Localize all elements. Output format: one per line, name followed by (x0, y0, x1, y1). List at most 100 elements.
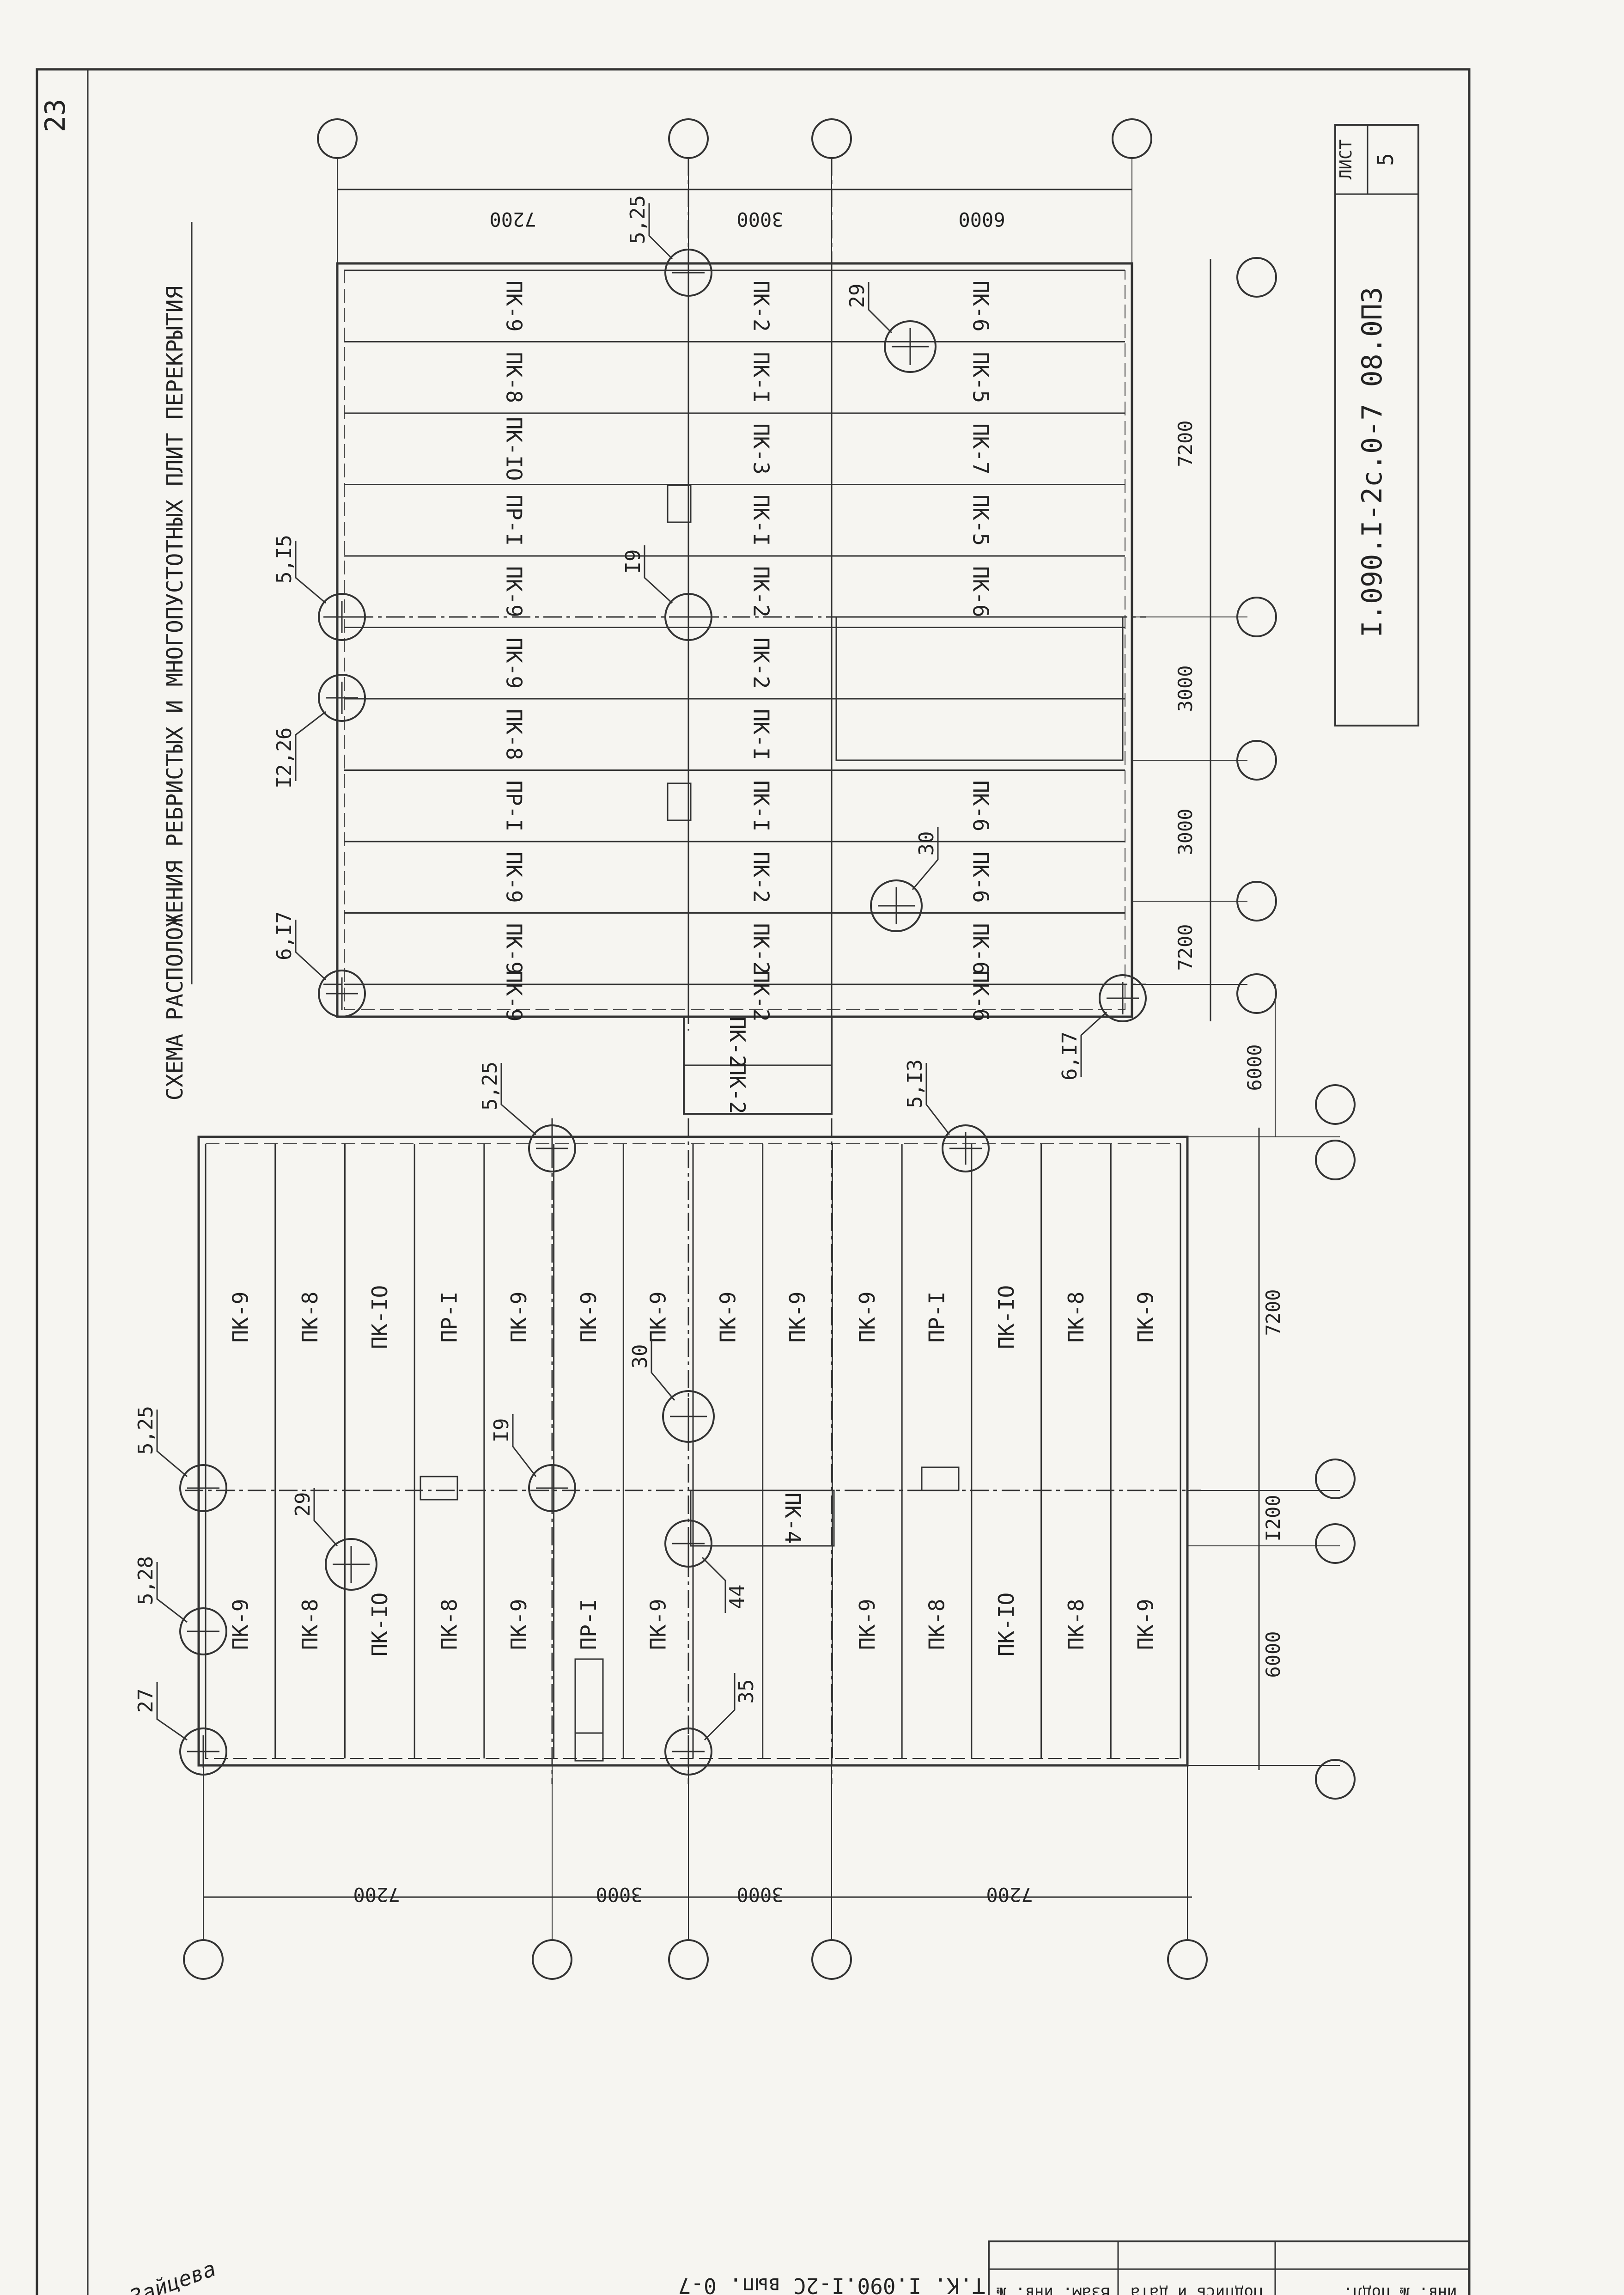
slab-label: ПК-9 (502, 566, 527, 617)
left-dim-r2: I200 (1262, 1495, 1284, 1541)
extra-panel (690, 1489, 835, 1547)
node-marker (884, 320, 937, 373)
node-marker (318, 674, 366, 722)
node-marker (179, 1464, 227, 1512)
axis-bubble (811, 1939, 852, 1980)
signature: Зайцева (126, 2256, 219, 2295)
node-label: 5,I5 (273, 535, 296, 584)
drawing-title: СХЕМА РАСПОЛОЖЕНИЯ РЕБРИСТЫХ И МНОГОПУСТ… (162, 286, 188, 1101)
slab-label: ПР-I (437, 1292, 462, 1343)
left-outline (197, 1135, 1189, 1767)
slab-label: ПК-5 (968, 494, 993, 546)
slab-label: ПК-9 (506, 1292, 531, 1343)
rib-mark-1 (420, 1476, 458, 1501)
rib-mark-3 (574, 1658, 604, 1734)
right-outline (336, 262, 1133, 1018)
node-label: 44 (725, 1585, 749, 1609)
axis-bubble (811, 118, 852, 159)
slab-label: ПК-8 (437, 1599, 462, 1650)
right-dim-extra: 6000 (1243, 1044, 1266, 1091)
node-label: 30 (628, 1344, 652, 1369)
slab-label: ПК-IO (994, 1593, 1019, 1656)
left-slab-block: ПК-9ПК-9ПК-8ПК-8ПК-IOПК-IOПР-IПК-8ПК-9ПК… (134, 1059, 1356, 1980)
node-label: 35 (735, 1679, 758, 1704)
node-label: 5,I3 (903, 1059, 927, 1108)
axis-bubble (183, 1939, 224, 1980)
slab-label: ПК-9 (576, 1292, 601, 1343)
node-label: I9 (621, 549, 645, 574)
axis-bubble (532, 1939, 572, 1980)
slab-label: ПК-9 (502, 923, 527, 974)
slab-label: ПК-9 (785, 1292, 810, 1343)
slab-label: ПК-7 (968, 423, 993, 475)
axis-bubble (1112, 118, 1152, 159)
slab-label: ПК-IO (502, 417, 527, 481)
slab-label: ПК-6 (968, 566, 993, 617)
node-label: 5,25 (478, 1062, 502, 1111)
slab-label: ПК-3 (749, 423, 774, 475)
slab-label: ПК-9 (646, 1292, 671, 1343)
empty-bay (835, 616, 1124, 761)
right-dim-t2: 3000 (736, 208, 783, 231)
axis-bubble (1315, 1759, 1356, 1800)
slab-label: ПК-8 (502, 709, 527, 760)
node-label: 5,25 (626, 195, 650, 244)
node-label: 29 (845, 284, 869, 308)
stamp-sign-date: Подпись и дата (1131, 2283, 1263, 2295)
node-label: 29 (291, 1492, 315, 1517)
rib-mark-r1 (667, 484, 692, 523)
slab-label: ПР-I (576, 1599, 601, 1650)
slab-label: ПК-6 (968, 780, 993, 831)
node-marker (325, 1538, 377, 1591)
slab-label: ПР-I (925, 1292, 949, 1343)
outer-frame (36, 68, 1471, 2295)
slab-label: ПК-8 (298, 1599, 322, 1650)
node-marker (942, 1124, 990, 1172)
right-dim-t3: 6000 (958, 208, 1005, 231)
node-marker (870, 879, 923, 932)
left-dim-1: 7200 (353, 1883, 400, 1906)
slab-label: ПК-9 (228, 1292, 253, 1343)
slab-label: ПК-9 (646, 1599, 671, 1650)
left-dim-3: 3000 (736, 1883, 783, 1906)
axis-bubble (1236, 597, 1277, 637)
axis-bubble (668, 1939, 709, 1980)
node-marker (318, 593, 366, 641)
slab-label: ПК-2 (749, 566, 774, 617)
slab-label: ПК-9 (502, 281, 527, 332)
drawing-code: I.090.I-2c.0-7 08.0ПЗ (1356, 287, 1388, 638)
axis-bubble (1315, 1523, 1356, 1564)
right-slab-block: ПК-9ПК-8ПК-IOПР-IПК-9ПК-9ПК-8ПР-IПК-9ПК-… (273, 118, 1277, 1137)
axis-bubble (1315, 1459, 1356, 1499)
slab-label: ПК-9 (855, 1599, 880, 1650)
node-marker (662, 1390, 715, 1443)
slab-label: ПК-9 (502, 637, 527, 689)
rib-mark-4 (574, 1732, 604, 1762)
slab-label: ПК-9 (506, 1599, 531, 1650)
node-label: 6,I7 (1058, 1032, 1082, 1080)
slab-label: ПК-IO (994, 1285, 1019, 1349)
right-dim-b3: 3000 (1174, 808, 1197, 855)
slab-label: ПК-8 (1064, 1599, 1089, 1650)
split-slab-label: ПК-6 (968, 970, 993, 1022)
slab-label: ПК-8 (925, 1599, 949, 1650)
axis-bubble (668, 118, 709, 159)
axis-bubble (1236, 257, 1277, 298)
slab-label: ПК-8 (502, 352, 527, 403)
right-dim-b4: 7200 (1174, 924, 1197, 970)
split-slab-label: ПК-9 (502, 970, 527, 1022)
slab-label: ПК-I (749, 352, 774, 403)
node-marker (318, 970, 366, 1018)
slab-label: ПК-2 (749, 637, 774, 689)
axis-bubble (317, 118, 358, 159)
slab-label: ПК-9 (855, 1292, 880, 1343)
slab-label: ПК-8 (1064, 1292, 1089, 1343)
node-marker (664, 1520, 712, 1568)
slab-label: ПР-I (502, 494, 527, 546)
slab-label: ПК-9 (1133, 1292, 1158, 1343)
left-dim-r1: 7200 (1262, 1289, 1284, 1336)
right-dim-b2: 3000 (1174, 665, 1197, 712)
axis-bubble (1315, 1140, 1356, 1180)
slab-label: ПР-I (502, 780, 527, 831)
